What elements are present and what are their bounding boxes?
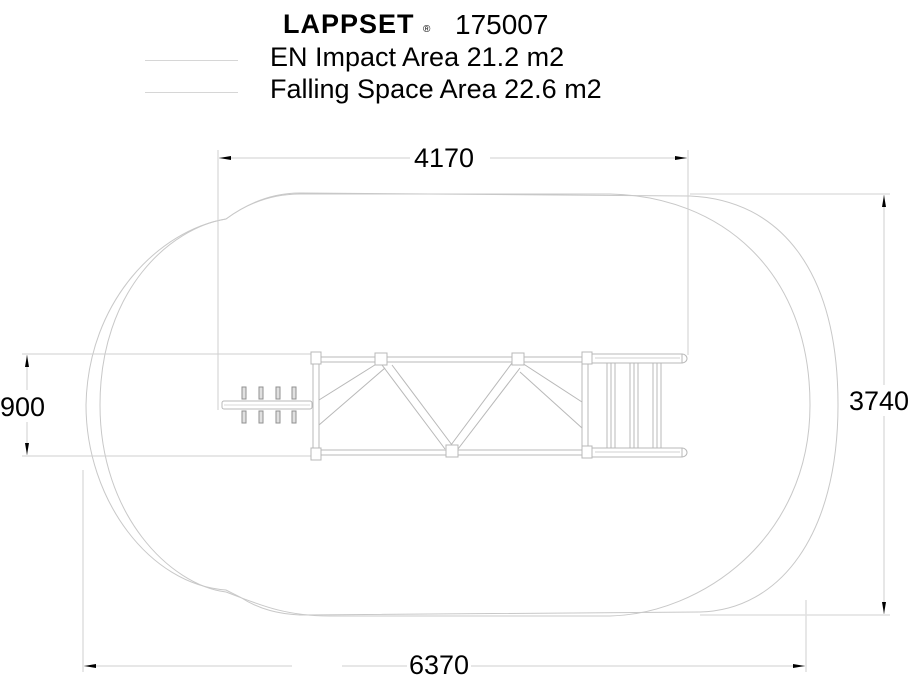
dimension-label-4170: 4170: [410, 143, 479, 173]
impact-area-legend-label: EN Impact Area 21.2 m2: [270, 42, 565, 72]
falling-space-outline: [85, 192, 839, 616]
registered-mark: ®: [423, 24, 431, 35]
dimension-label-900: 900: [0, 392, 48, 422]
truss: [310, 351, 589, 461]
dimension-label-3740: 3740: [849, 386, 910, 416]
impact-area-outline: [99, 193, 811, 617]
grip-handles: [241, 386, 297, 424]
dimension-3740: [690, 193, 890, 616]
dimension-900: [22, 353, 320, 457]
ladder: [581, 351, 688, 459]
product-code: 175007: [455, 9, 549, 40]
dimension-4170: [217, 150, 689, 410]
dimension-6370: [82, 470, 807, 672]
title-block: LAPPSET ® 175007 EN Impact Area 21.2 m2 …: [0, 0, 920, 110]
falling-space-legend-label: Falling Space Area 22.6 m2: [270, 74, 602, 104]
impact-area-legend-line: [145, 60, 238, 61]
falling-space-legend-line: [145, 92, 238, 93]
grip-beam: [221, 386, 313, 424]
dimension-label-6370: 6370: [407, 650, 472, 680]
brand-logo: LAPPSET: [283, 9, 415, 39]
